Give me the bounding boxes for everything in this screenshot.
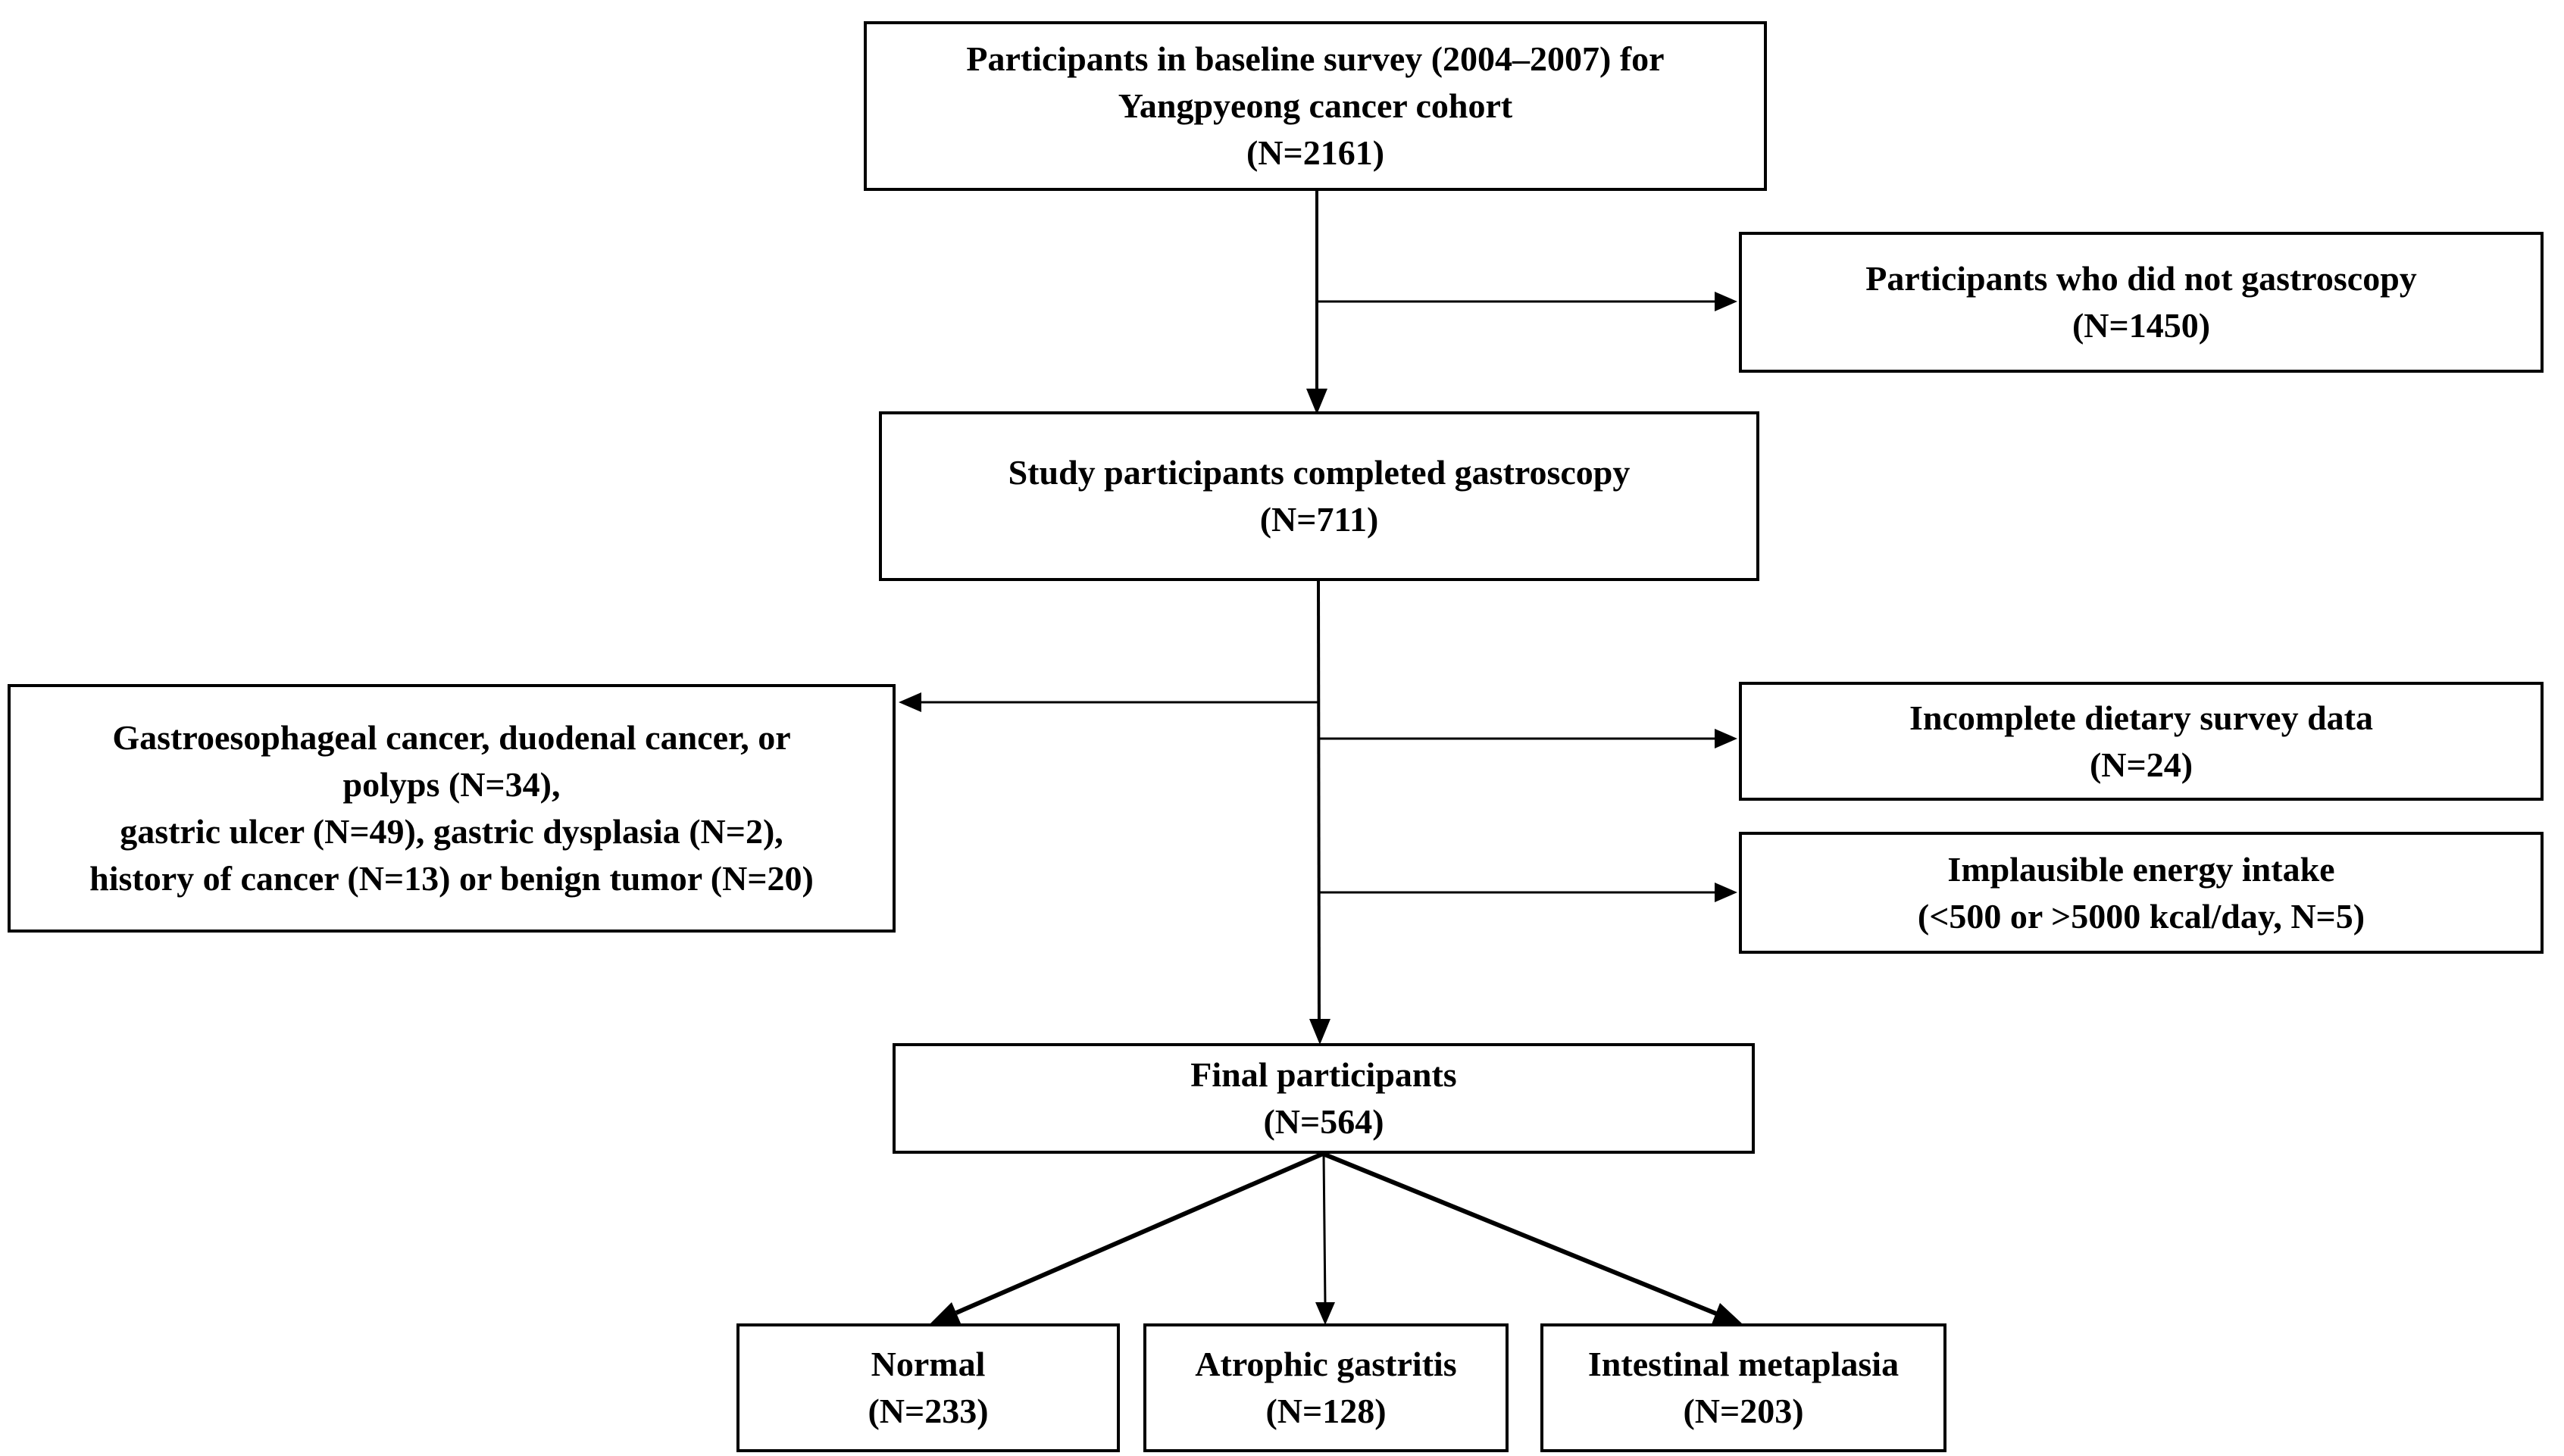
box-line: (N=24) [2089, 745, 2193, 784]
box-implausible-energy: Implausible energy intake (<500 or >5000… [1739, 832, 2544, 954]
box-line: gastric ulcer (N=49), gastric dysplasia … [120, 812, 783, 851]
arrow-to-no-gastroscopy-head [1715, 292, 1737, 311]
arrow-final-to-atrophic-line [1322, 1153, 1327, 1305]
box-incomplete-dietary: Incomplete dietary survey data (N=24) [1739, 682, 2544, 801]
box-line: Normal [871, 1345, 986, 1383]
arrow-to-implausible-energy-head [1715, 883, 1737, 902]
box-line: history of cancer (N=13) or benign tumor… [89, 859, 814, 898]
arrow-to-clinical-exclusions-head [899, 692, 921, 712]
box-line: (<500 or >5000 kcal/day, N=5) [1917, 896, 2365, 936]
arrow-to-incomplete-dietary-head [1715, 729, 1737, 748]
box-line: (N=203) [1683, 1392, 1804, 1430]
box-completed-gastroscopy: Study participants completed gastroscopy… [879, 411, 1759, 581]
box-baseline-survey: Participants in baseline survey (2004–20… [864, 21, 1767, 191]
box-clinical-exclusions: Gastroesophageal cancer, duodenal cancer… [8, 684, 896, 933]
arrow-final-to-normal-head [930, 1302, 961, 1324]
arrow-final-to-metaplasia-line [1321, 1151, 1718, 1316]
box-intestinal-metaplasia: Intestinal metaplasia (N=203) [1540, 1323, 1946, 1452]
box-line: Final participants [1190, 1055, 1457, 1094]
box-line: (N=711) [1259, 500, 1379, 539]
box-line: Atrophic gastritis [1195, 1345, 1457, 1383]
box-normal: Normal (N=233) [736, 1323, 1120, 1452]
arrow-completed-to-final-line [1317, 580, 1321, 1023]
arrow-final-to-normal-line [955, 1151, 1324, 1315]
box-line: polyps (N=34), [342, 765, 561, 804]
box-line: Gastroesophageal cancer, duodenal cancer… [112, 718, 791, 757]
box-line: Intestinal metaplasia [1587, 1345, 1900, 1383]
arrow-baseline-to-completed-head [1306, 389, 1327, 414]
box-line: Participants who did not gastroscopy [1865, 259, 2417, 298]
box-line: (N=128) [1265, 1392, 1387, 1430]
box-line: (N=233) [868, 1392, 989, 1430]
box-line: Participants in baseline survey (2004–20… [966, 39, 1665, 78]
box-line: Implausible energy intake [1947, 849, 2335, 889]
box-line: (N=2161) [1246, 133, 1385, 172]
arrow-final-to-metaplasia-head [1712, 1303, 1743, 1324]
arrow-final-to-atrophic-head [1315, 1302, 1335, 1325]
box-line: Yangpyeong cancer cohort [1118, 86, 1513, 125]
box-line: Incomplete dietary survey data [1909, 698, 2373, 737]
box-line: (N=1450) [2072, 306, 2211, 345]
box-no-gastroscopy: Participants who did not gastroscopy (N=… [1739, 232, 2544, 373]
arrow-completed-to-final-head [1309, 1019, 1330, 1045]
box-line: (N=564) [1263, 1102, 1384, 1141]
box-line: Study participants completed gastroscopy [1008, 453, 1631, 492]
box-atrophic-gastritis: Atrophic gastritis (N=128) [1143, 1323, 1509, 1452]
box-final-participants: Final participants (N=564) [893, 1043, 1755, 1154]
